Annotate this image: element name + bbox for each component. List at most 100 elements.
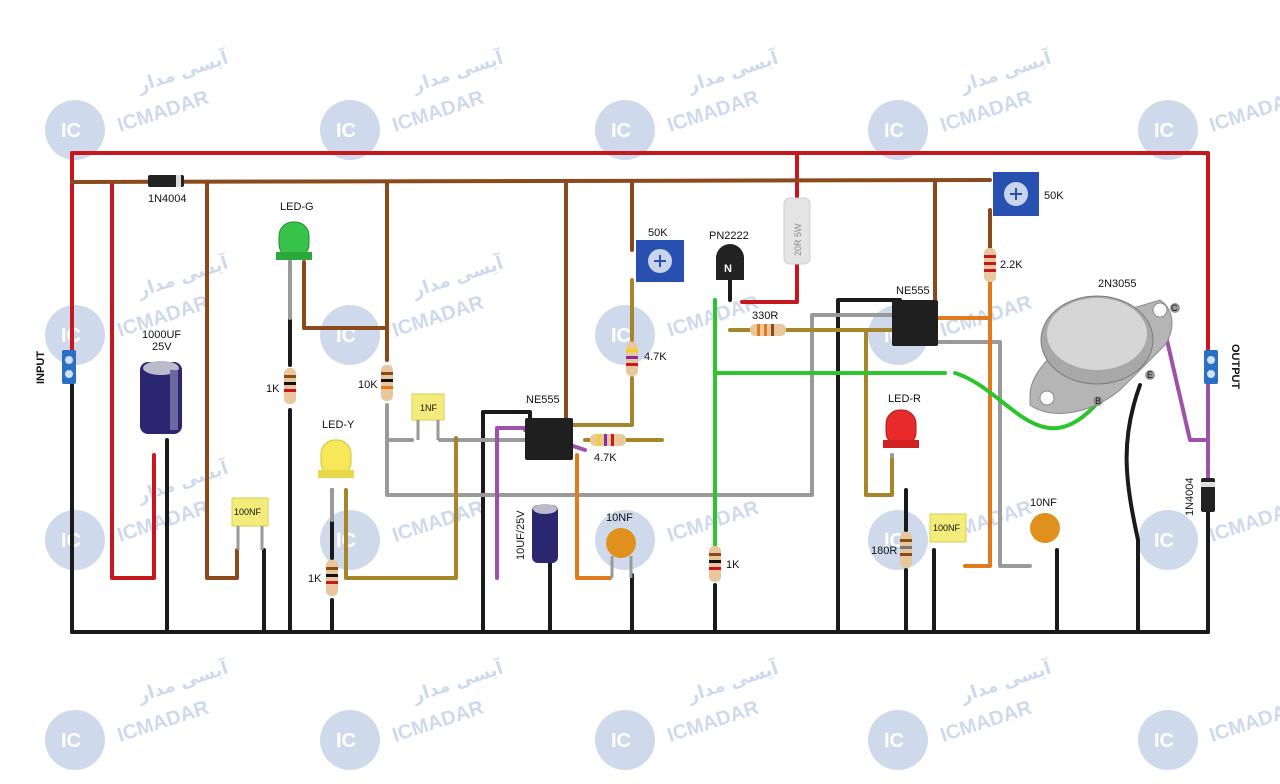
r-180-label: 180R (871, 545, 897, 557)
svg-text:ICMADAR: ICMADAR (390, 291, 487, 341)
wire-ground-u2 (836, 298, 902, 634)
q2-pin-b: B (1095, 396, 1101, 406)
c1-label-voltage: 25V (152, 341, 172, 353)
resistor-180: 180R (871, 532, 912, 568)
svg-text:ICMADAR: ICMADAR (1207, 696, 1280, 746)
ic-u1-ne555: NE555 (525, 394, 573, 460)
svg-text:ICMADAR: ICMADAR (390, 696, 487, 746)
svg-text:ICMADAR: ICMADAR (115, 696, 212, 746)
wire-orange-22k (963, 280, 992, 568)
wire-green-q2-b (953, 371, 1102, 431)
svg-text:IC: IC (611, 325, 631, 347)
svg-text:ICMADAR: ICMADAR (665, 696, 762, 746)
c10nf-1-label: 10NF (606, 512, 633, 524)
wire-brown-c100 (205, 180, 239, 580)
wire-purple-c10u (495, 426, 532, 580)
svg-text:ICMADAR: ICMADAR (1207, 496, 1280, 546)
input-terminal: INPUT (35, 350, 76, 384)
svg-text:IC: IC (61, 730, 81, 752)
resistor-47k-b: 4.7K (590, 434, 626, 464)
q2-pin-c: C (1171, 303, 1178, 313)
watermark-tile: IC ICMADAR آیسی مدار (320, 656, 507, 770)
potentiometer-2: 50K (993, 172, 1064, 216)
c100nf-1-label: 100NF (234, 507, 262, 517)
c10uf-label: 10UF/25V (515, 510, 527, 560)
watermark-tile: IC ICMADAR آیسی مدار (45, 251, 232, 365)
resistor-ledy-1k: 1K (308, 560, 338, 596)
resistor-330: 330R (750, 310, 786, 336)
svg-text:آیسی مدار: آیسی مدار (408, 46, 506, 97)
transistor-q2: C E B 2N3055 (1029, 278, 1180, 414)
capacitor-1nf: 1NF (411, 393, 445, 440)
d1-label: 1N4004 (148, 193, 187, 205)
svg-text:ICMADAR: ICMADAR (115, 86, 212, 136)
watermark-tile: IC ICMADAR (1138, 86, 1280, 160)
wire-gray-u2-out (933, 340, 1032, 568)
capacitor-10nf-1: 10NF (606, 512, 636, 578)
wire-purple-q2-c (1158, 308, 1210, 442)
r-20r-label: 20R 5W (793, 223, 803, 256)
svg-text:آیسی مدار: آیسی مدار (408, 656, 506, 707)
r-47k-a-label: 4.7K (644, 351, 667, 363)
wire-gray-1nf (385, 313, 902, 497)
output-terminal: OUTPUT (1204, 344, 1241, 390)
svg-text:IC: IC (1154, 120, 1174, 142)
svg-text:IC: IC (884, 120, 904, 142)
c100nf-2-label: 100NF (933, 523, 961, 533)
svg-text:IC: IC (611, 730, 631, 752)
led-g-label: LED-G (280, 201, 314, 213)
watermark-layer: IC ICMADAR آیسی مدار IC ICMADAR آیسی مدا… (45, 46, 1280, 770)
c1-label-value: 1000UF (142, 329, 181, 341)
wire-olive-47k (568, 376, 634, 427)
u2-label: NE555 (896, 285, 930, 297)
wire-orange-c10n (575, 453, 612, 580)
svg-text:IC: IC (611, 120, 631, 142)
svg-text:آیسی مدار: آیسی مدار (133, 656, 231, 707)
svg-text:آیسی مدار: آیسی مدار (683, 46, 781, 97)
capacitor-c1: 1000UF 25V (140, 329, 182, 434)
svg-text:ICMADAR: ICMADAR (938, 86, 1035, 136)
svg-text:ICMADAR: ICMADAR (1207, 86, 1280, 136)
watermark-tile: IC ICMADAR آیسی مدار (320, 46, 507, 160)
transistor-q1: N PN2222 (709, 230, 749, 280)
pot1-label: 50K (648, 227, 668, 239)
d2-label: 1N4004 (1184, 477, 1196, 516)
resistor-ledg-1k: 1K (266, 368, 296, 404)
svg-text:ICMADAR: ICMADAR (390, 86, 487, 136)
wire-c1-loop (110, 180, 156, 580)
svg-text:IC: IC (1154, 530, 1174, 552)
q2-pin-e: E (1147, 370, 1153, 380)
led-red: LED-R (883, 393, 921, 448)
wire-q2-emitter (1124, 383, 1142, 542)
watermark-tile: IC ICMADAR آیسی مدار (868, 656, 1055, 770)
resistor-10k: 10K (358, 365, 393, 401)
svg-text:آیسی مدار: آیسی مدار (133, 456, 231, 507)
wire-brown-rail (70, 178, 992, 184)
svg-text:آیسی مدار: آیسی مدار (133, 46, 231, 97)
svg-text:آیسی مدار: آیسی مدار (133, 251, 231, 302)
watermark-tile: IC ICMADAR آیسی مدار (320, 251, 507, 365)
r-ledy-label: 1K (308, 573, 322, 585)
svg-text:آیسی مدار: آیسی مدار (408, 251, 506, 302)
led-y-label: LED-Y (322, 419, 355, 431)
watermark-tile: IC ICMADAR آیسی مدار (595, 656, 782, 770)
r-22k-label: 2.2K (1000, 259, 1023, 271)
c10nf-2-label: 10NF (1030, 497, 1057, 509)
wire-olive-ledr (864, 328, 894, 497)
ic-u2-ne555: NE555 (892, 285, 938, 346)
svg-text:ICMADAR: ICMADAR (390, 496, 487, 546)
svg-text:IC: IC (884, 530, 904, 552)
output-label: OUTPUT (1229, 344, 1241, 390)
watermark-tile: IC ICMADAR (1138, 696, 1280, 770)
r-10k-label: 10K (358, 379, 378, 391)
svg-text:ICMADAR: ICMADAR (665, 86, 762, 136)
wire-olive-ledy (344, 436, 458, 580)
led-r-label: LED-R (888, 393, 921, 405)
svg-text:N: N (724, 263, 732, 275)
svg-text:ICMADAR: ICMADAR (115, 496, 212, 546)
watermark-tile: IC ICMADAR آیسی مدار (868, 46, 1055, 160)
led-yellow: LED-Y (318, 419, 355, 478)
c1nf-body-label: 1NF (420, 403, 438, 413)
pot2-label: 50K (1044, 190, 1064, 202)
